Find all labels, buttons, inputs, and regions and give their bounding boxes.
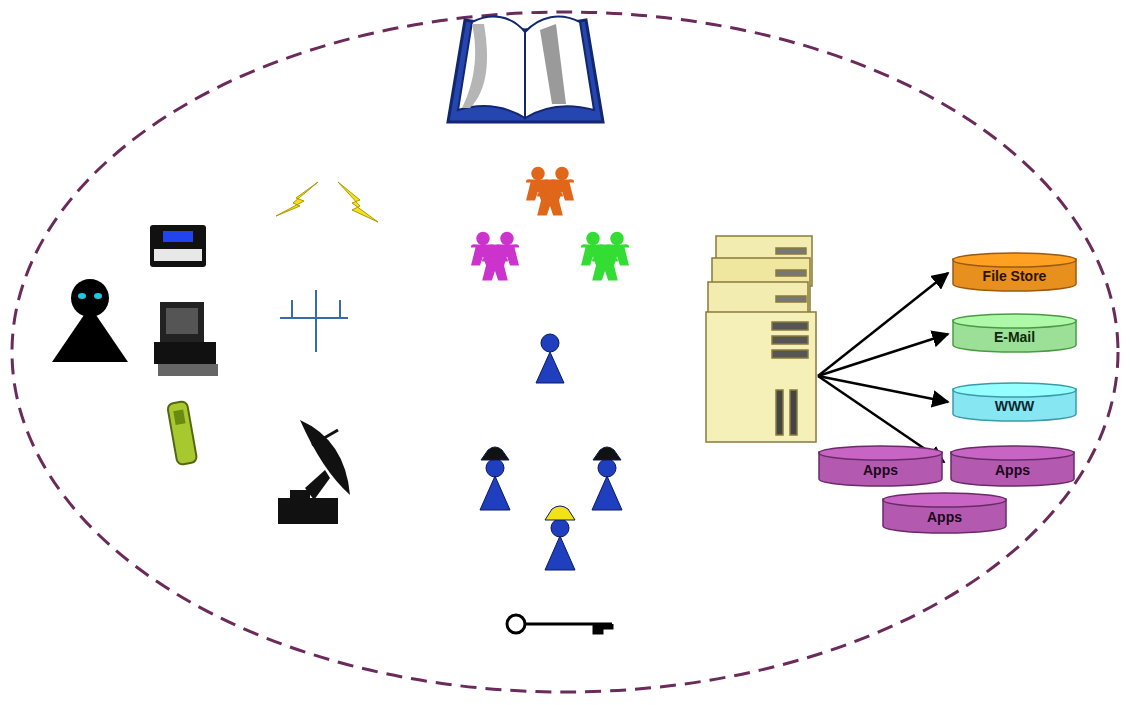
boundary-ellipse [12, 12, 1118, 692]
person-icon [536, 334, 564, 383]
book-icon [448, 17, 603, 122]
store-label: Apps [927, 509, 962, 525]
hatted-people [480, 447, 622, 570]
key-icon [507, 615, 612, 633]
store-label: WWW [995, 398, 1035, 414]
computer-icon [154, 302, 218, 376]
cylinder-node: Apps [950, 445, 1075, 487]
store-label: File Store [983, 268, 1047, 284]
cylinder-top [819, 446, 942, 460]
cylinder-top [953, 383, 1076, 397]
cylinder-node: WWW [952, 382, 1077, 422]
server-icon [706, 236, 816, 442]
store-label: E-Mail [994, 329, 1035, 345]
cylinder-top [953, 253, 1076, 267]
wireless-bolts [276, 182, 378, 222]
store-label: Apps [863, 462, 898, 478]
cylinder-node: File Store [952, 252, 1077, 292]
cylinder-top [883, 493, 1006, 507]
cylinder-top [951, 446, 1074, 460]
people-group [471, 167, 629, 281]
phone-icon [167, 401, 197, 466]
pager-icon [150, 225, 206, 267]
cylinder-node: Apps [818, 445, 943, 487]
server-arrows [818, 273, 948, 462]
store-label: Apps [995, 462, 1030, 478]
cylinder-node: E-Mail [952, 313, 1077, 353]
antenna-icon [280, 290, 348, 352]
cylinder-top [953, 314, 1076, 328]
satellite-dish [278, 420, 350, 524]
robot-icon [52, 279, 128, 362]
cylinder-node: Apps [882, 492, 1007, 534]
